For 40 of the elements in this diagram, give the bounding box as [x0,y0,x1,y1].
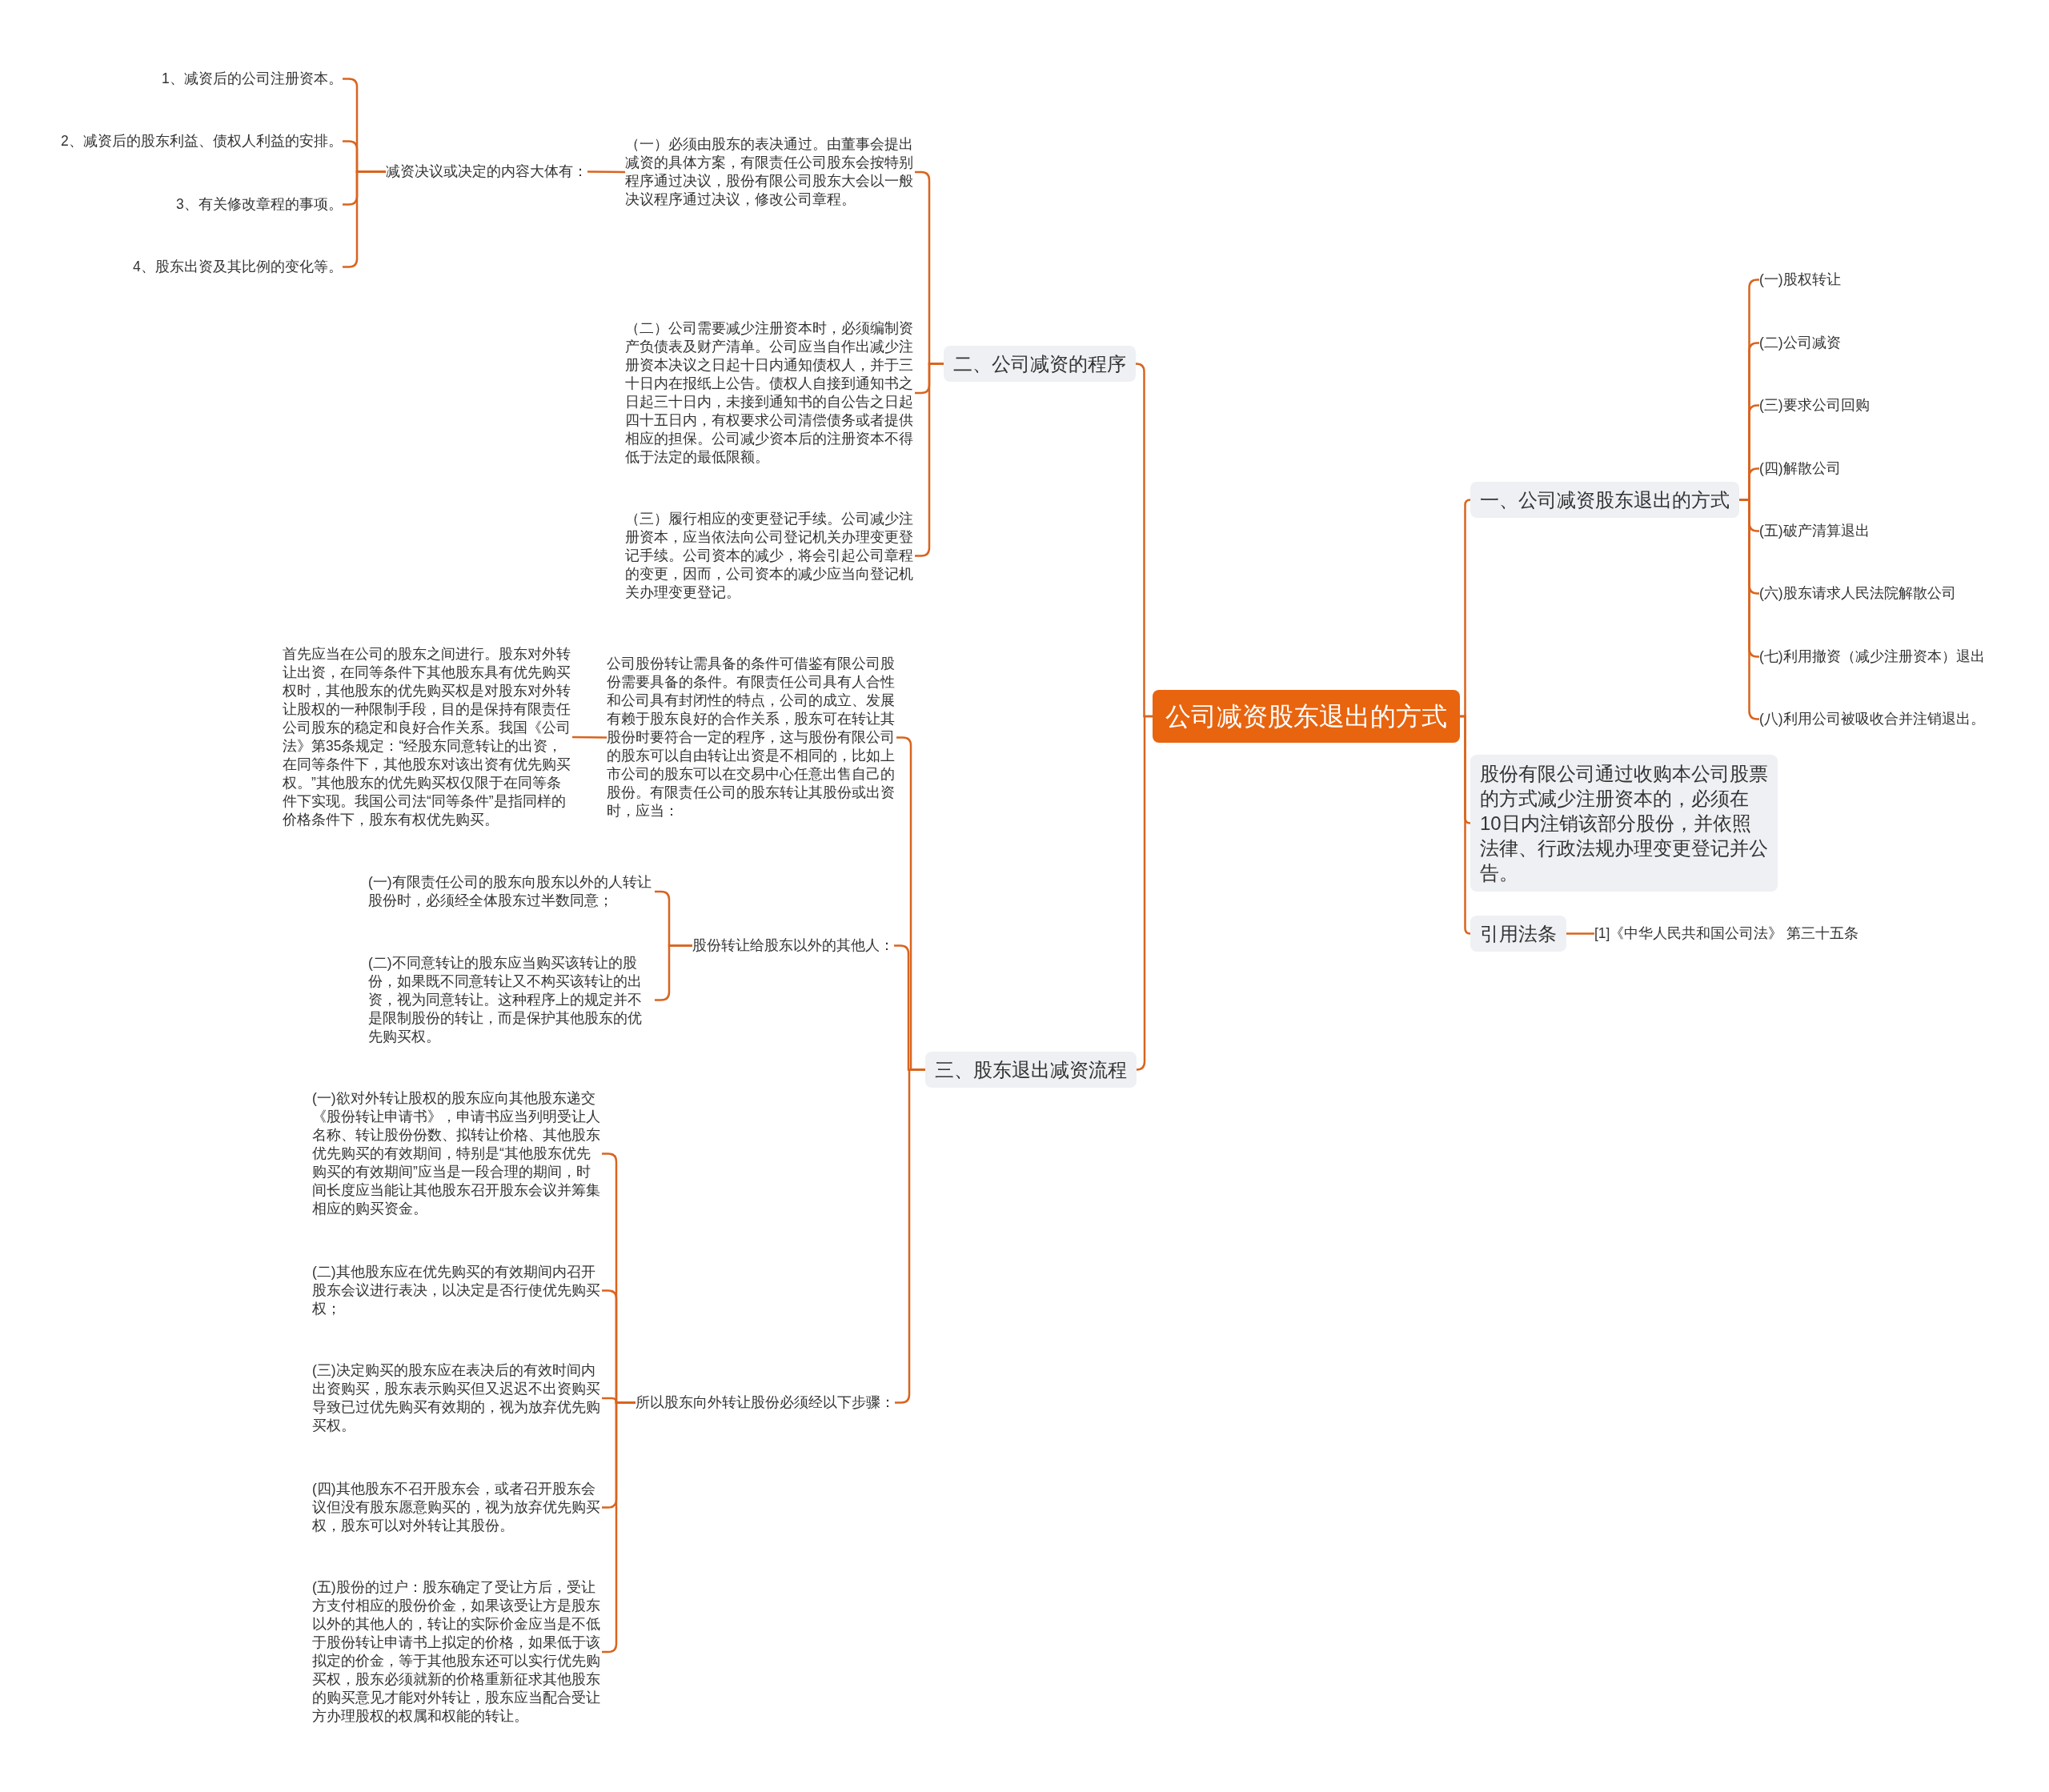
topic-text: (一)欲对外转让股权的股东应向其他股东递交《股份转让申请书》，申请书应当列明受让人名称、转让股份份数、拟转让价格、其他股东优先购买的有效期间，特别是“其他股东优先购买的有效期间”应当是一段合理的期间，时间长度应当能让其他股东召开股东会议并筹集相应的购买资金。 [312,1088,602,1218]
connector-line [1460,715,1472,935]
topic-text: 减资决议或决定的内容大体有： [386,162,587,181]
topic-text: （二）公司需要减少注册资本时，必须编制资产负债表及财产清单。公司应当自作出减少注册资本决议之日起十日内通知债权人，并于三十日内在报纸上公告。债权人自接到通知书之日起三十日内，未接到通知书的自公告之日起四十五日内，有权要求公司清偿债务或者提供相应的担保。公司减少资本后的注册资本不得低于法定的最低限额。 [625,319,915,467]
topic-text: (二)不同意转让的股东应当购买该转让的股份，如果既不同意转让又不构买该转让的出资，视为同意转让。这种程序上的规定并不是限制股份的转让，而是保护其他股东的优先购买权。 [368,953,655,1046]
topic-text: (五)破产清算退出 [1759,521,1870,540]
connector-line [1566,932,1594,935]
topic-text: (四)解散公司 [1759,459,1841,478]
topic-text: 1、减资后的公司注册资本。 [162,69,343,88]
topic-text: (一)股权转让 [1759,270,1841,289]
topic-text: (三)要求公司回购 [1759,395,1870,415]
connector-line [587,170,625,174]
topic-text: 首先应当在公司的股东之间进行。股东对外转让出资，在同等条件下其他股东具有优先购买权时，其他股东的优先购买权是对股东对外转让股权的一种限制手段，目的是保持有限责任公司股东的稳定和良好合作关系。我国《公司法》第35条规定：“经股东同意转让的出资，在同等条件下，其他股东对该出资有优先购买权。”其他股东的优先购买权仅限于在同等条件下实现。我国公司法“同等条件”是指同样的价格条件下，股东有权优先购买。 [283,645,572,829]
topic-text: (七)利用撤资（减少注册资本）退出 [1759,647,1985,666]
topic-text: (四)其他股东不召开股东会，或者召开股东会议但没有股东愿意购买的，视为放弃优先购买权，股东可以对外转让其股份。 [312,1479,602,1535]
topic-text: 3、有关修改章程的事项。 [176,194,343,214]
topic-text: (二)其他股东应在优先购买的有效期间内召开股东会议进行表决，以决定是否行使优先购买权； [312,1262,602,1318]
note-box: 股份有限公司通过收购本公司股票的方式减少注册资本的，必须在10日内注销该部分股份，并依照法律、行政法规办理变更登记并公告。 [1470,754,1778,892]
topic-text: (一)有限责任公司的股东向股东以外的人转让股份时，必须经全体股东过半数同意； [368,873,655,910]
topic-text: （一）必须由股东的表决通过。由董事会提出减资的具体方案，有限责任公司股东会按特别程序通过决议，股份有限公司股东大会以一般决议程序通过决议，修改公司章程。 [625,135,915,209]
central-topic-box: 公司减资股东退出的方式 [1153,690,1460,743]
topic-text: (二)公司减资 [1759,333,1841,352]
topic-box: 引用法条 [1470,915,1566,952]
topic-text: 4、股东出资及其比例的变化等。 [133,257,343,276]
topic-box: 三、股东退出减资流程 [925,1051,1137,1088]
topic-text: (八)利用公司被吸收合并注销退出。 [1759,709,1985,728]
topic-text: (五)股份的过户：股东确定了受让方后，受让方支付相应的股份价金，如果该受让方是股东以外的其他人的，转让的实际价金应当是不低于股份转让申请书上拟定的价格，如果低于该拟定的价金，等于其他股东还可以实行优先购买权，股东必须就新的价格重新征求其他股东的购买意见才能对外转让，股东应当配合受让方办理股权的权属和权能的转让。 [312,1578,602,1726]
connector-line [1739,499,1759,720]
topic-text: 2、减资后的股东利益、债权人利益的安排。 [61,131,343,150]
topic-text: 公司股份转让需具备的条件可借鉴有限公司股份需要具备的条件。有限责任公司具有人合性和公司具有封闭性的特点，公司的成立、发展有赖于股东良好的合作关系，股东可在转让其股份时要符合一定的程序，这与股份有限公司的股东可以自由转让出资是不相同的，比如上市公司的股东可以在交易中心任意出售自己的股份。有限责任公司的股东转让其股份或出资时，应当： [607,654,896,820]
connector-line [572,736,607,739]
topic-text: （三）履行相应的变更登记手续。公司减少注册资本，应当依法向公司登记机关办理变更登记手续。公司资本的减少，将会引起公司章程的变更，因而，公司资本的减少应当向登记机关办理变更登记。 [625,509,915,602]
topic-text: (六)股东请求人民法院解散公司 [1759,583,1956,603]
connector-line [1135,715,1153,1071]
topic-box: 二、公司减资的程序 [944,345,1136,382]
topic-text: 所以股东向外转让股份必须经以下步骤： [636,1393,895,1412]
topic-text: [1]《中华人民共和国公司法》 第三十五条 [1594,924,1859,943]
topic-text: 股份转让给股东以外的其他人： [692,936,894,955]
topic-text: (三)决定购买的股东应在表决后的有效时间内出资购买，股东表示购买但又迟迟不出资购买导致已过优先购买有效期的，视为放弃优先购买权。 [312,1361,602,1435]
topic-box: 一、公司减资股东退出的方式 [1470,481,1739,518]
